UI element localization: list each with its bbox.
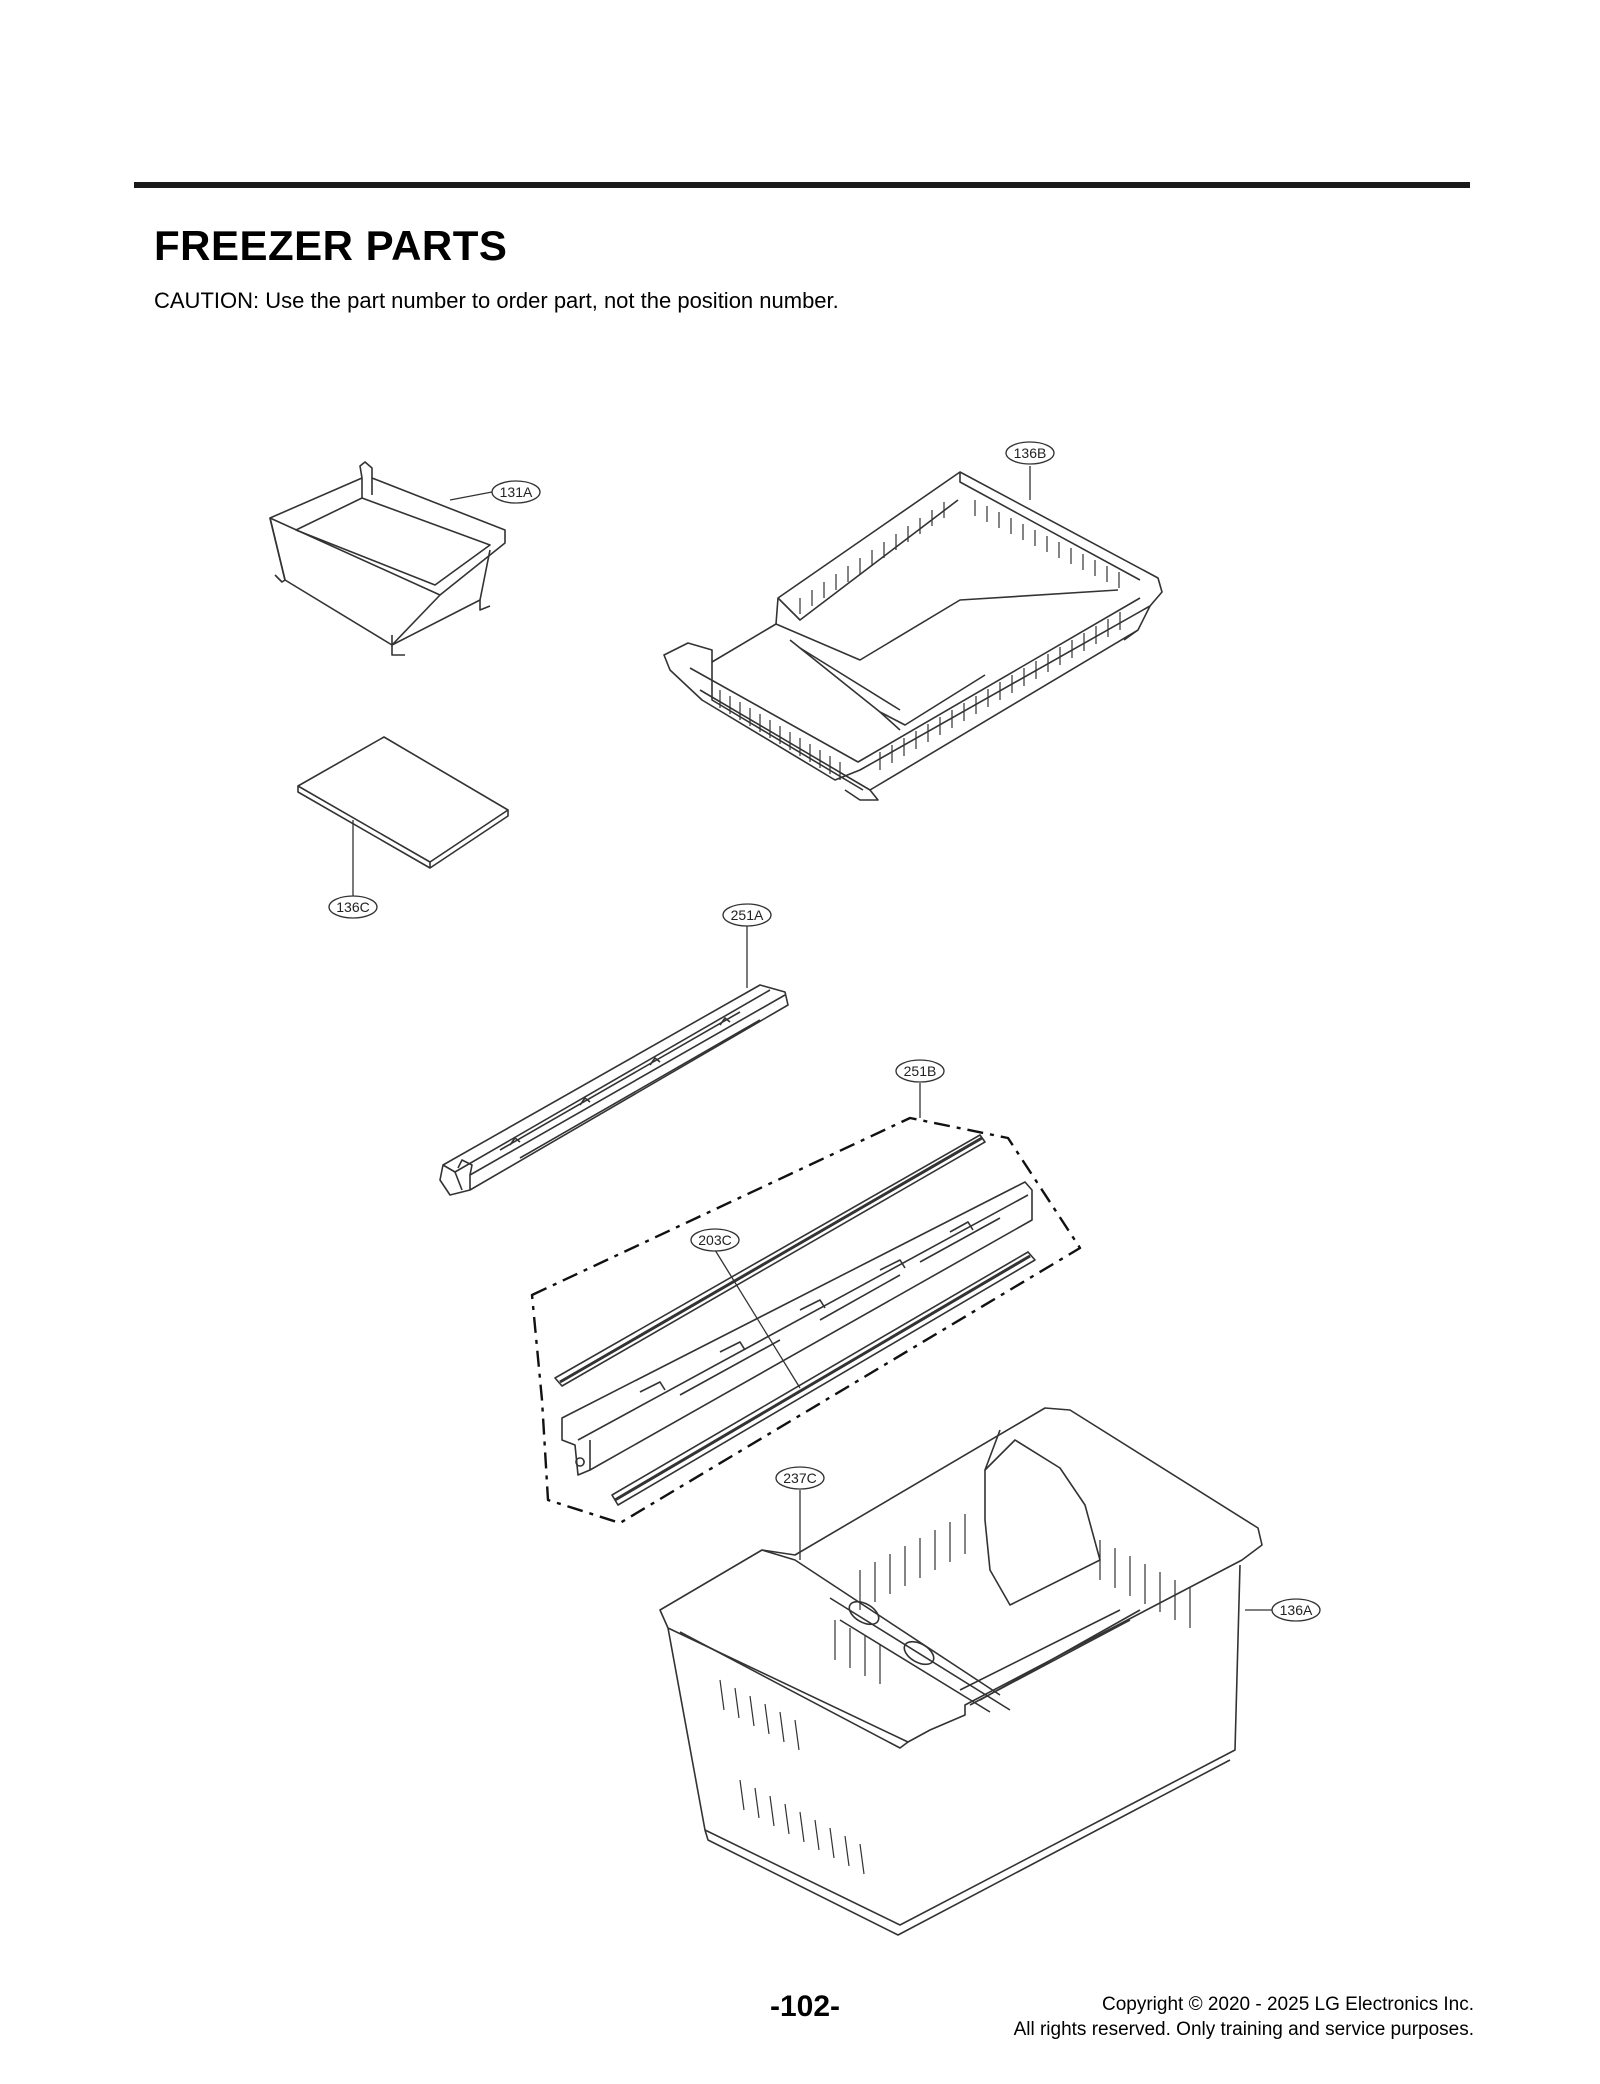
callout-203c: 203C xyxy=(698,1232,731,1248)
callout-136a-bubble xyxy=(1271,1598,1321,1622)
part-131a-tray xyxy=(269,461,506,656)
callout-237c: 237C xyxy=(783,1470,816,1486)
part-136b-basket xyxy=(663,471,1163,801)
part-136a-basket xyxy=(659,1407,1263,1936)
callout-136c-bubble xyxy=(328,895,378,919)
part-251a-rail xyxy=(439,984,789,1196)
copyright-line-2: All rights reserved. Only training and s… xyxy=(1013,2019,1474,2040)
callout-131a-bubble xyxy=(491,480,541,504)
copyright-notice: Copyright © 2020 - 2025 LG Electronics I… xyxy=(1014,1992,1474,2042)
part-251b-group-boundary xyxy=(530,1116,1082,1525)
callout-237c-bubble xyxy=(775,1466,825,1490)
page-number: -102- xyxy=(770,1990,841,2023)
callout-251a-bubble xyxy=(722,903,772,927)
leader-lines xyxy=(352,466,1272,1611)
part-251b-rails xyxy=(554,1134,1036,1506)
callout-131a: 131A xyxy=(500,484,533,500)
part-136c-sheet xyxy=(297,736,509,869)
callout-136c: 136C xyxy=(336,899,369,915)
caution-note: CAUTION: Use the part number to order pa… xyxy=(154,288,839,313)
callout-203c-bubble xyxy=(690,1228,740,1252)
header-rule xyxy=(134,182,1470,188)
callout-136b: 136B xyxy=(1014,445,1047,461)
callout-136b-bubble xyxy=(1005,441,1055,465)
copyright-line-1: Copyright © 2020 - 2025 LG Electronics I… xyxy=(1101,1994,1474,2015)
page-title: FREEZER PARTS xyxy=(154,222,508,269)
callout-251a: 251A xyxy=(731,907,764,923)
callout-251b-bubble xyxy=(895,1059,945,1083)
callout-136a: 136A xyxy=(1280,1602,1313,1618)
callout-251b: 251B xyxy=(904,1063,937,1079)
